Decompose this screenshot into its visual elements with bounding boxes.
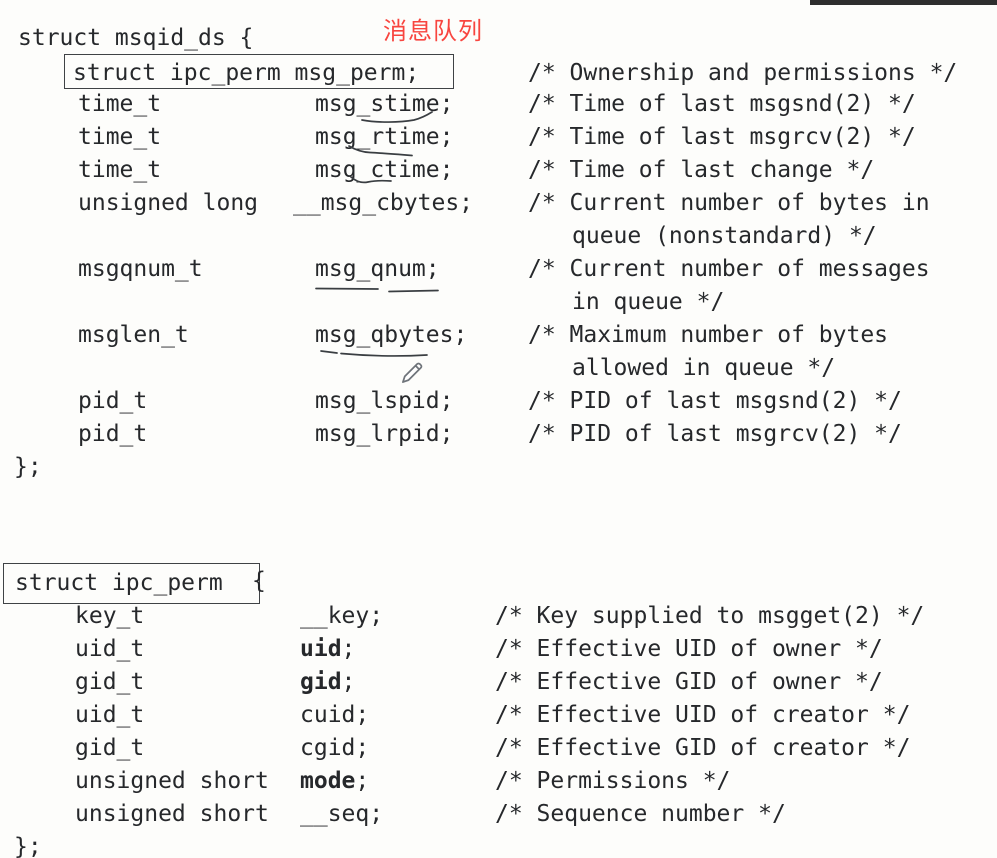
member-type: unsigned short [75,801,269,827]
underline-msg-qbytes-mark-2 [340,352,428,357]
member-name: msg_qnum; [315,256,440,282]
member-type: pid_t [78,421,148,447]
member-type: unsigned long [78,190,259,216]
member-comment: /* Effective GID of owner */ [495,669,883,695]
member-comment: /* Effective UID of owner */ [495,636,883,662]
member-comment: /* Effective UID of creator */ [495,702,911,728]
red-annotation-label: 消息队列 [383,17,483,45]
member-comment: /* Key supplied to msgget(2) */ [495,603,925,629]
member-name: msg_lspid; [315,388,454,414]
member-name: cgid; [300,735,370,761]
struct-close-line: }; [14,834,42,858]
member-comment: /* Maximum number of bytes [528,322,889,348]
comment-continuation: in queue */ [572,289,725,315]
member-comment: /* Current number of messages [528,256,930,282]
member-type: uid_t [75,702,145,728]
underline-msg-qnum-mark-1 [315,287,379,290]
struct-open-brace: { [252,568,266,594]
member-name: msg_ctime; [315,157,454,183]
boxed-struct-title: struct ipc_perm [15,570,223,596]
member-type: unsigned short [75,768,269,794]
comment-continuation: allowed in queue */ [572,355,836,381]
member-name: msg_stime; [315,91,454,117]
highlight-box-ipc-perm-title [3,563,260,604]
member-type: time_t [78,157,162,183]
member-type: pid_t [78,388,148,414]
member-name: msg_lrpid; [315,421,454,447]
member-comment: /* Permissions */ [495,768,731,794]
member-name: cuid; [300,702,370,728]
member-comment: /* Time of last change */ [528,157,875,183]
member-comment: /* Effective GID of creator */ [495,735,911,761]
member-comment: /* Time of last msgsnd(2) */ [528,91,916,117]
struct-close-line: }; [14,454,42,480]
highlight-box-msg-perm-line [64,54,454,89]
member-name: msg_rtime; [315,124,454,150]
member-type: time_t [78,124,162,150]
member-name: __key; [300,603,384,629]
member-name: msg_qbytes; [315,322,468,348]
boxed-member-code: struct ipc_perm msg_perm; [73,60,420,86]
member-name: __seq; [300,801,384,827]
member-comment: /* PID of last msgsnd(2) */ [528,388,902,414]
underline-msg-qbytes-mark-1 [320,350,338,354]
member-type: uid_t [75,636,145,662]
cutoff-window-bar [810,0,997,5]
member-comment: /* Time of last msgrcv(2) */ [528,124,916,150]
member-type: gid_t [75,735,145,761]
member-type: time_t [78,91,162,117]
member-type: msglen_t [78,322,189,348]
member-name: gid; [300,669,356,695]
comment-continuation: queue (nonstandard) */ [572,223,877,249]
member-name: __msg_cbytes; [293,190,474,216]
struct-open-line: struct msqid_ds { [18,25,254,51]
member-type: gid_t [75,669,145,695]
member-type: key_t [75,603,145,629]
underline-msg-qnum-mark-2 [388,289,439,293]
member-comment: /* PID of last msgrcv(2) */ [528,421,902,447]
member-name: uid; [300,636,356,662]
member-type: msgqnum_t [78,256,203,282]
member-comment: /* Ownership and permissions */ [528,60,958,86]
member-comment: /* Sequence number */ [495,801,786,827]
member-comment: /* Current number of bytes in [528,190,930,216]
member-name: mode; [300,768,370,794]
pencil-cursor-icon [402,362,423,383]
